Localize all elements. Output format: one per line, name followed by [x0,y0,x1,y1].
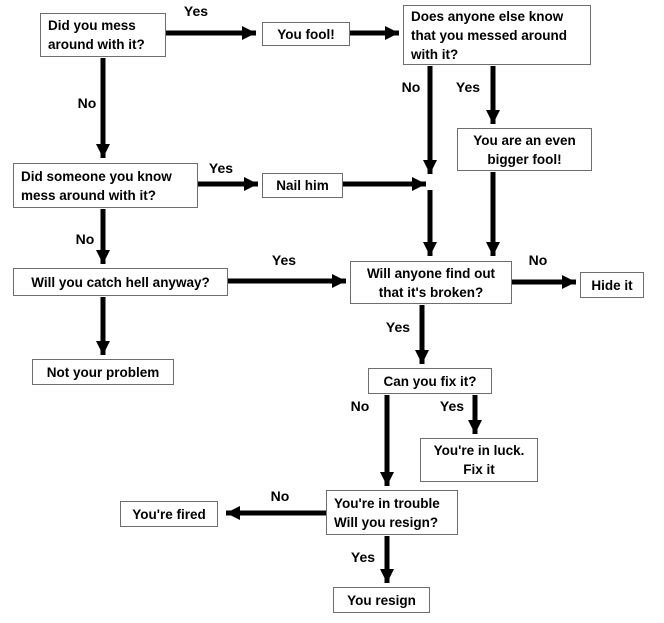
node-text-line: You're in luck. [433,443,525,458]
node-text-line: that it's broken? [378,284,484,300]
node-text-line: Does anyone else know [411,8,564,24]
node-text-line: Will you resign? [334,514,439,530]
node-text-line: Fix it [463,462,495,477]
flowchart-node-did-someone-know: Did someone you know mess around with it? [13,163,198,208]
node-text-line: You fool! [277,26,335,42]
node-text-line: Did someone you know [21,168,172,184]
node-text-line: You're fired [132,506,206,522]
flowchart-node-nail-him: Nail him [262,173,343,198]
node-text-line: You are an even [473,132,576,148]
node-text-line: mess around with it? [21,187,157,203]
node-text-line: Will anyone find out [366,265,496,281]
node-text-line: around with it? [48,37,145,52]
edge-group [96,26,576,583]
flowchart-node-did-you-mess: Did you mess around with it? [40,13,166,57]
flowchart-node-can-you-fix-it: Can you fix it? [368,368,492,394]
flowchart-node-even-bigger-fool: You are an even bigger fool! [457,128,592,171]
edge-label-no: No [528,252,548,268]
node-text-line: bigger fool! [487,151,562,167]
node-text-line: that you messed around [411,27,568,43]
edge-label-no: No [77,95,97,111]
edge-label-yes: Yes [439,398,465,414]
node-text-line: Can you fix it? [383,373,477,389]
node-text-line: Nail him [276,178,329,193]
flowchart-node-youre-in-luck: You're in luck. Fix it [420,438,538,482]
edge-label-no: No [270,488,290,504]
node-text-line: with it? [411,46,459,62]
edge-label-no: No [350,398,370,414]
node-text-line: Not your problem [46,364,160,380]
node-text-line: Did you mess [48,18,136,33]
edge-label-yes: Yes [183,3,209,19]
edge-label-yes: Yes [385,319,411,335]
node-text-line: You're in trouble [334,495,440,511]
edge-label-yes: Yes [350,549,376,565]
node-text-line: You resign [347,592,416,608]
flowchart-node-does-anyone-know: Does anyone else know that you messed aro… [403,5,591,65]
node-text-line: Will you catch hell anyway? [31,274,210,290]
edge-label-no: No [75,231,95,247]
flowchart-node-youre-fired: You're fired [120,501,218,527]
flowchart-node-anyone-find-out: Will anyone find out that it's broken? [350,261,512,304]
edge-label-no: No [401,79,421,95]
edge-label-yes: Yes [271,252,297,268]
flowchart-node-catch-hell: Will you catch hell anyway? [13,268,228,296]
edge-label-yes: Yes [208,160,234,176]
flowchart-node-you-resign: You resign [333,587,430,613]
flowchart-node-hide-it: Hide it [580,272,644,298]
edge-label-yes: Yes [455,79,481,95]
flowchart-node-not-your-problem: Not your problem [32,359,174,385]
flowchart-node-you-fool: You fool! [262,22,350,46]
node-text-line: Hide it [591,277,633,293]
